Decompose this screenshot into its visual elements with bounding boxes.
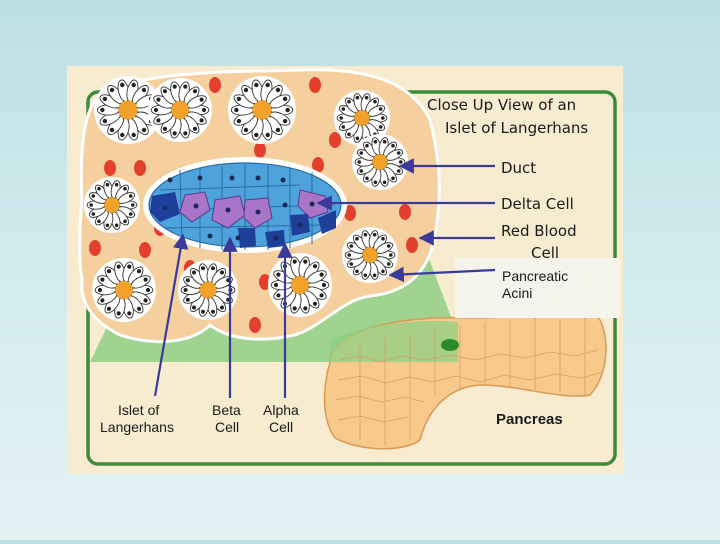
acinus [228, 76, 296, 144]
label-delta-cell: Delta Cell [501, 195, 574, 213]
islet-pointer [153, 233, 189, 397]
label-pancreatic-acini-1: Pancreatic [502, 268, 568, 284]
title-line-2: Islet of Langerhans [445, 119, 588, 137]
acinus [352, 134, 408, 190]
label-red-blood-cell-1: Red Blood [501, 222, 577, 240]
acinus [148, 78, 212, 142]
acinus [178, 260, 238, 320]
pancreas-organ [323, 312, 607, 450]
label-red-blood-cell-2: Cell [531, 244, 559, 262]
acinus [92, 258, 156, 322]
acinus [84, 177, 140, 233]
acinus [268, 253, 332, 317]
title-line-1: Close Up View of an [427, 96, 576, 114]
acini-label-bg [455, 258, 620, 318]
label-islet-2: Langerhans [100, 419, 174, 435]
pancreatic-acini [84, 76, 408, 322]
label-beta-1: Beta [212, 402, 241, 418]
acinus [94, 76, 162, 144]
label-beta-2: Cell [215, 419, 239, 435]
label-pancreatic-acini-2: Acini [502, 285, 532, 301]
acinus [342, 227, 398, 283]
label-duct: Duct [501, 159, 536, 177]
label-pancreas: Pancreas [496, 411, 563, 428]
label-alpha-2: Cell [269, 419, 293, 435]
label-islet-1: Islet of [118, 402, 159, 418]
pointer-lines [153, 158, 496, 398]
label-alpha-1: Alpha [263, 402, 299, 418]
acini-pointer [388, 266, 496, 283]
islet-cell-cluster [143, 157, 347, 253]
